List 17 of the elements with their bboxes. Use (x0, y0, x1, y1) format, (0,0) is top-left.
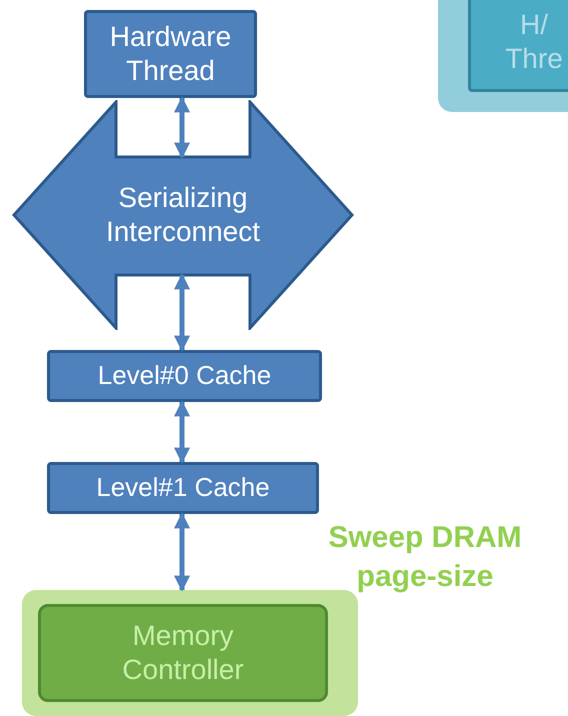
process-box (47, 462, 319, 514)
annotation-text: Sweep DRAM page-size (327, 520, 523, 595)
node-label: Hardware Thread (108, 20, 232, 88)
double-arrow (174, 96, 190, 159)
double-arrow (174, 512, 190, 592)
group-box (22, 590, 358, 716)
double-arrow (174, 273, 190, 352)
node-label: Serializing Interconnect (104, 181, 262, 249)
process-box (38, 604, 328, 702)
node-label: Level#1 Cache (95, 472, 271, 504)
double-arrow-shape (12, 100, 354, 330)
double-arrow (174, 400, 190, 464)
process-box (84, 10, 257, 98)
process-box (47, 350, 322, 402)
node-label: Memory Controller (121, 619, 245, 687)
node-label: H/ Thre (504, 8, 564, 76)
node-label: Level#0 Cache (96, 360, 272, 392)
